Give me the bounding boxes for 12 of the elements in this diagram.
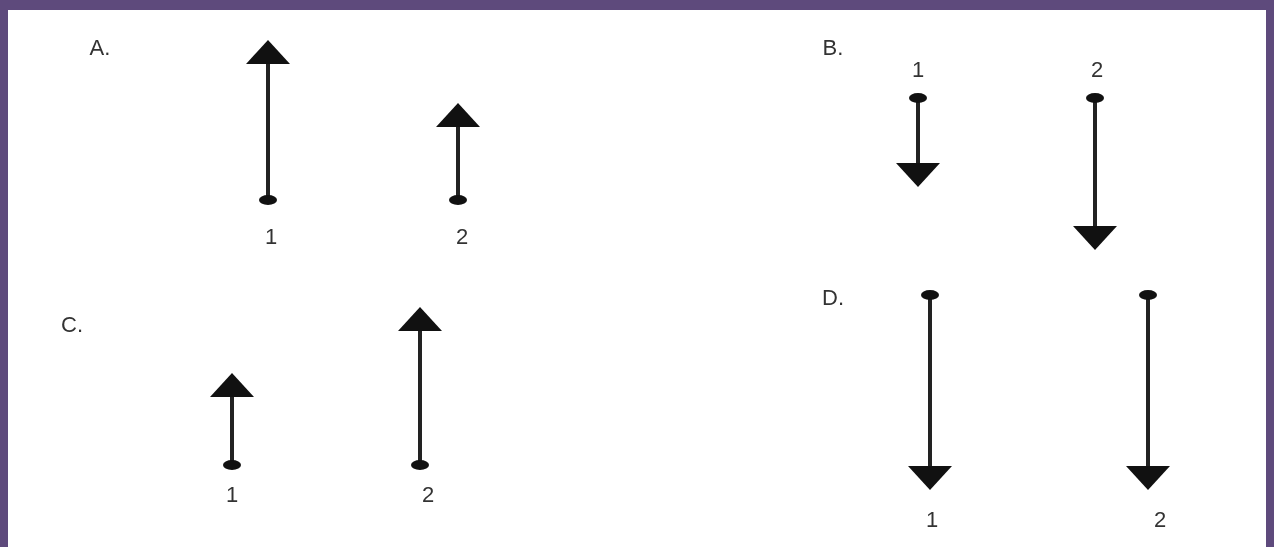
arrow-number: 2: [1153, 509, 1167, 531]
panel-label: C.: [61, 314, 83, 336]
arrow-number: 2: [421, 484, 435, 506]
arrow-number: 1: [911, 59, 925, 81]
arrow-number: 1: [225, 484, 239, 506]
arrow-number: 2: [1090, 59, 1104, 81]
arrow-number: 1: [264, 226, 278, 248]
panel-label: A.: [89, 37, 111, 59]
arrow-number: 1: [925, 509, 939, 531]
arrow-number: 2: [455, 226, 469, 248]
panel-label: D.: [822, 287, 844, 309]
panel-label: B.: [822, 37, 844, 59]
